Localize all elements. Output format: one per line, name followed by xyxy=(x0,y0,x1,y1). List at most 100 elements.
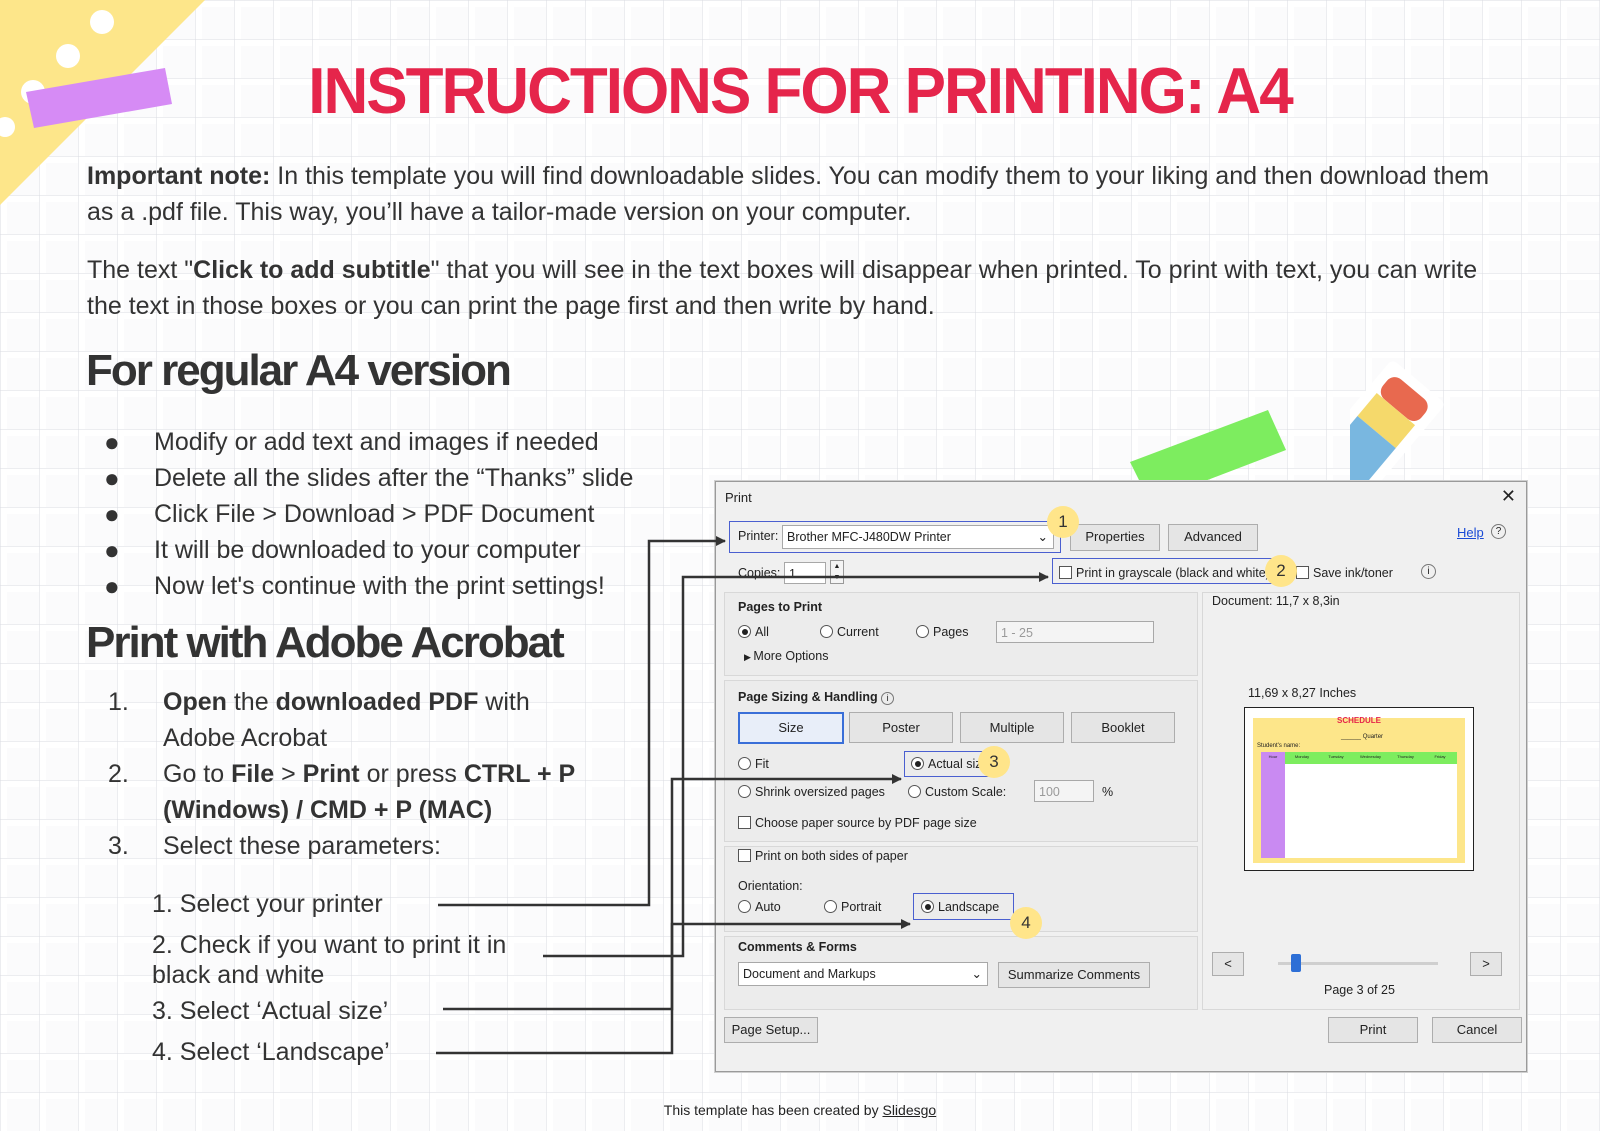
preview-day: Thursday xyxy=(1397,754,1414,759)
radio-auto-label: Auto xyxy=(755,900,781,914)
step-text: Go to xyxy=(163,760,232,788)
copies-stepper[interactable]: ▲▼ xyxy=(830,560,844,584)
pages-heading: Pages to Print xyxy=(738,600,823,614)
footer-text: This template has been created by xyxy=(663,1102,883,1118)
radio-all[interactable]: All xyxy=(738,625,769,639)
bullet-glyph: ● xyxy=(104,499,120,529)
preview-schedule: SCHEDULE Student's name: ______ Quarter … xyxy=(1253,716,1465,863)
list-item: ●Click File > Download > PDF Document xyxy=(104,496,633,532)
advanced-button[interactable]: Advanced xyxy=(1168,524,1258,551)
bullet-glyph: ● xyxy=(104,463,120,493)
sub-step-2: 2. Check if you want to print it in xyxy=(152,931,507,959)
radio-pages[interactable]: Pages xyxy=(916,625,968,639)
sub-step-2-cont: black and white xyxy=(152,961,325,989)
radio-portrait[interactable]: Portrait xyxy=(824,900,881,914)
grayscale-label: Print in grayscale (black and white) xyxy=(1076,566,1270,580)
cancel-button[interactable]: Cancel xyxy=(1432,1017,1522,1043)
copies-input[interactable]: 1 xyxy=(784,562,826,584)
preview-size: 11,69 x 8,27 Inches xyxy=(1248,686,1357,700)
corner-decoration xyxy=(0,0,205,205)
radio-fit[interactable]: Fit xyxy=(738,757,769,771)
list-item-text: It will be downloaded to your computer xyxy=(154,536,581,564)
grayscale-checkbox[interactable]: Print in grayscale (black and white) xyxy=(1059,566,1270,580)
preview-table: Hour Monday Tuesday Wednesday Thursday F… xyxy=(1261,752,1457,858)
subtitle-note-post: " that you will see in the text boxes wi… xyxy=(87,256,1478,320)
printer-label: Printer: xyxy=(738,529,779,543)
multiple-button[interactable]: Multiple xyxy=(960,712,1064,743)
sizing-heading: Page Sizing & Handling i xyxy=(738,690,895,705)
scale-input[interactable]: 100 xyxy=(1034,780,1094,802)
printer-select[interactable]: Brother MFC-J480DW Printer⌄ xyxy=(782,525,1054,549)
slidesgo-link[interactable]: Slidesgo xyxy=(882,1102,937,1118)
next-page-button[interactable]: > xyxy=(1470,952,1502,976)
step-text: > xyxy=(274,760,303,788)
list-item: ●Now let's continue with the print setti… xyxy=(104,568,633,604)
list-item-text: Now let's continue with the print settin… xyxy=(154,572,605,600)
radio-portrait-label: Portrait xyxy=(841,900,882,914)
both-sides-label: Print on both sides of paper xyxy=(755,849,908,863)
summarize-comments-button[interactable]: Summarize Comments xyxy=(998,962,1150,988)
step-bold: File xyxy=(231,760,275,788)
step-badge-3: 3 xyxy=(978,746,1010,778)
step-badge-1: 1 xyxy=(1047,506,1079,538)
preview-student: Student's name: xyxy=(1257,743,1301,749)
section-heading-a4: For regular A4 version xyxy=(86,346,512,395)
dialog-title: Print xyxy=(725,490,752,505)
print-button[interactable]: Print xyxy=(1328,1017,1418,1043)
info-icon[interactable]: i xyxy=(881,692,895,705)
more-options-label: More Options xyxy=(753,649,829,663)
subtitle-note: The text "Click to add subtitle" that yo… xyxy=(87,252,1507,324)
properties-button[interactable]: Properties xyxy=(1070,524,1160,551)
comments-select[interactable]: Document and Markups⌄ xyxy=(738,962,988,986)
radio-icon xyxy=(916,625,929,638)
page-setup-button[interactable]: Page Setup... xyxy=(724,1017,818,1043)
radio-fit-label: Fit xyxy=(755,757,769,771)
sub-step-3: 3. Select ‘Actual size’ xyxy=(152,997,389,1025)
pages-range-input[interactable]: 1 - 25 xyxy=(996,621,1154,643)
printer-value: Brother MFC-J480DW Printer xyxy=(787,530,951,544)
info-icon[interactable]: i xyxy=(1421,564,1436,579)
save-ink-checkbox[interactable]: Save ink/toner xyxy=(1296,566,1393,580)
checkbox-icon xyxy=(738,849,751,862)
more-options-toggle[interactable]: ▶ More Options xyxy=(744,649,828,663)
page-slider-track[interactable] xyxy=(1278,962,1438,965)
step-text: or press xyxy=(359,760,464,788)
printer-highlight xyxy=(729,521,1061,553)
green-tape-decoration xyxy=(1130,410,1286,502)
list-item: ●It will be downloaded to your computer xyxy=(104,532,633,568)
both-sides-checkbox[interactable]: Print on both sides of paper xyxy=(738,849,908,863)
step-text: Adobe Acrobat xyxy=(163,724,328,752)
help-link[interactable]: Help xyxy=(1457,525,1484,540)
radio-custom-scale[interactable]: Custom Scale: xyxy=(908,785,1006,799)
radio-current[interactable]: Current xyxy=(820,625,879,639)
poster-button[interactable]: Poster xyxy=(849,712,953,743)
radio-auto[interactable]: Auto xyxy=(738,900,781,914)
preview-hour-column xyxy=(1261,752,1285,858)
paper-source-checkbox[interactable]: Choose paper source by PDF page size xyxy=(738,816,977,830)
chevron-down-icon: ⌄ xyxy=(971,967,982,981)
prev-page-button[interactable]: < xyxy=(1212,952,1244,976)
radio-custom-scale-label: Custom Scale: xyxy=(925,785,1007,799)
radio-shrink[interactable]: Shrink oversized pages xyxy=(738,785,885,799)
subtitle-note-pre: The text " xyxy=(87,256,194,284)
radio-icon xyxy=(738,757,751,770)
list-item: ●Modify or add text and images if needed xyxy=(104,424,633,460)
size-button[interactable]: Size xyxy=(738,712,844,744)
step-3: 3. Select these parameters: xyxy=(108,828,575,864)
preview-quarter: ______ Quarter xyxy=(1341,734,1384,740)
note-text: In this template you will find downloada… xyxy=(87,162,1490,226)
radio-icon xyxy=(824,900,837,913)
radio-icon xyxy=(738,900,751,913)
print-dialog: Print ✕ Printer: Brother MFC-J480DW Prin… xyxy=(715,481,1527,1072)
list-item-text: Delete all the slides after the “Thanks”… xyxy=(154,464,634,492)
close-icon[interactable]: ✕ xyxy=(1500,486,1516,506)
booklet-button[interactable]: Booklet xyxy=(1071,712,1175,743)
help-icon[interactable]: ? xyxy=(1491,524,1506,539)
radio-icon xyxy=(738,625,751,638)
page-slider-thumb[interactable] xyxy=(1290,954,1301,972)
radio-icon xyxy=(908,785,921,798)
orientation-label: Orientation: xyxy=(738,879,803,893)
bullet-list: ●Modify or add text and images if needed… xyxy=(104,424,633,604)
radio-all-label: All xyxy=(755,625,769,639)
